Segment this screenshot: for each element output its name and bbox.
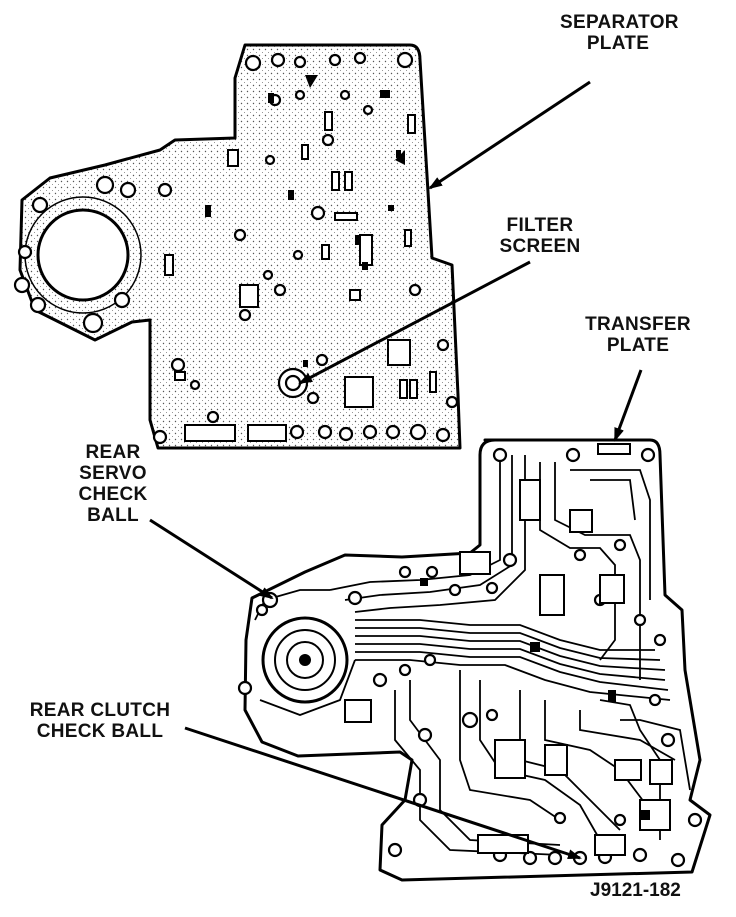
label-line: PLATE — [606, 335, 670, 356]
separator-plate-leader — [428, 80, 591, 190]
separator-plate — [13, 43, 462, 450]
label-line: PLATE — [586, 33, 650, 54]
label-line: BALL — [87, 505, 139, 526]
label-transfer-plate: TRANSFER PLATE — [580, 314, 696, 356]
rear-clutch-leader — [184, 726, 582, 860]
label-separator-plate: SEPARATOR PLATE — [560, 12, 679, 54]
label-filter-screen: FILTER SCREEN — [494, 215, 586, 257]
transfer-holes — [237, 447, 703, 868]
transfer-plate — [237, 438, 712, 882]
label-line: CHECK BALL — [36, 721, 164, 742]
filter-screen-leader — [298, 260, 531, 385]
label-line: CHECK — [78, 484, 148, 505]
figure-code: J9121-182 — [590, 880, 681, 901]
label-line: SEPARATOR — [560, 12, 679, 33]
label-line: SERVO — [79, 463, 147, 484]
label-rear-clutch-check-ball: REAR CLUTCH CHECK BALL — [25, 700, 175, 742]
label-line: REAR CLUTCH — [29, 700, 171, 721]
label-line: SCREEN — [499, 236, 581, 257]
rear-servo-leader — [149, 518, 274, 600]
label-line: FILTER — [506, 215, 574, 236]
separator-dark-ports — [205, 90, 401, 367]
label-line: REAR — [85, 442, 141, 463]
transfer-dark-ports — [420, 578, 650, 820]
transfer-ports — [344, 443, 673, 856]
transfer-channels — [254, 455, 691, 856]
separator-holes — [13, 51, 459, 445]
label-line: TRANSFER — [585, 314, 691, 335]
separator-slots — [164, 111, 437, 442]
transfer-plate-leader — [613, 369, 643, 442]
leader-lines — [149, 80, 643, 860]
label-rear-servo-check-ball: REAR SERVO CHECK BALL — [70, 442, 156, 526]
